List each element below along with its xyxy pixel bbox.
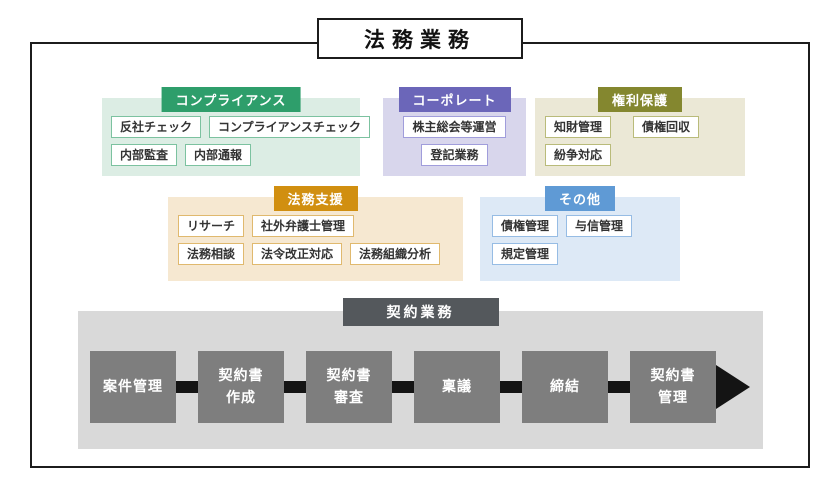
- task-item: 規定管理: [492, 243, 559, 266]
- section-legal-support: 法務支援 リサーチ 社外弁護士管理 法務相談 法令改正対応 法務組織分析: [168, 186, 463, 281]
- task-item: 紛争対応: [545, 144, 612, 167]
- task-item: 登記業務: [421, 144, 488, 167]
- section-header-contract-work: 契約業務: [342, 298, 499, 326]
- section-compliance-items: 反社チェック コンプライアンスチェック 内部監査 内部通報: [102, 98, 370, 167]
- flow-step: 契約書 作成: [198, 351, 284, 423]
- flow-step: 契約書 審査: [306, 351, 392, 423]
- section-corporate: コーポレート 株主総会等運営 登記業務: [383, 87, 526, 176]
- task-item: 知財管理: [545, 116, 612, 139]
- section-rights-protection: 権利保護 知財管理 債権回収 紛争対応: [535, 87, 745, 176]
- flow-arrow: [500, 381, 522, 393]
- flow-arrow: [392, 381, 414, 393]
- task-item: 法務組織分析: [350, 243, 441, 266]
- task-item: 反社チェック: [111, 116, 202, 139]
- flow-step: 締結: [522, 351, 608, 423]
- section-header-legal-support: 法務支援: [273, 186, 358, 211]
- section-corporate-items: 株主総会等運営 登記業務: [383, 98, 526, 167]
- task-item: 株主総会等運営: [403, 116, 506, 139]
- flow-arrow: [608, 381, 630, 393]
- task-item: 内部監査: [111, 144, 178, 167]
- section-header-compliance: コンプライアンス: [161, 87, 301, 112]
- section-header-rights-protection: 権利保護: [597, 87, 683, 112]
- contract-flow: 案件管理 契約書 作成 契約書 審査 稟議 締結 契約書 管理: [90, 351, 763, 423]
- diagram-title-text: 法務業務: [364, 28, 476, 52]
- task-item: 法令改正対応: [252, 243, 343, 266]
- section-rights-items: 知財管理 債権回収 紛争対応: [535, 98, 745, 167]
- flow-step: 稟議: [414, 351, 500, 423]
- task-item: コンプライアンスチェック: [209, 116, 370, 139]
- section-others: その他 債権管理 与信管理 規定管理: [480, 186, 680, 281]
- flow-step: 契約書 管理: [630, 351, 716, 423]
- task-item: 法務相談: [178, 243, 245, 266]
- task-item: リサーチ: [178, 215, 245, 238]
- task-item: 社外弁護士管理: [252, 215, 355, 238]
- task-item: 債権回収: [633, 116, 700, 139]
- flow-step: 案件管理: [90, 351, 176, 423]
- section-compliance: コンプライアンス 反社チェック コンプライアンスチェック 内部監査 内部通報: [102, 87, 370, 176]
- section-header-corporate: コーポレート: [398, 87, 511, 112]
- diagram-title: 法務業務: [317, 18, 523, 59]
- flow-arrow: [176, 381, 198, 393]
- task-item: 内部通報: [185, 144, 252, 167]
- section-support-items: リサーチ 社外弁護士管理 法務相談 法令改正対応 法務組織分析: [168, 197, 463, 266]
- flow-arrow-head: [716, 365, 750, 409]
- section-header-others: その他: [544, 186, 616, 211]
- section-contract-work: 契約業務 案件管理 契約書 作成 契約書 審査 稟議 締結 契約書 管理: [78, 298, 763, 449]
- flow-arrow: [284, 381, 306, 393]
- section-others-items: 債権管理 与信管理 規定管理: [480, 197, 680, 266]
- task-item: 与信管理: [566, 215, 633, 238]
- task-item: 債権管理: [492, 215, 559, 238]
